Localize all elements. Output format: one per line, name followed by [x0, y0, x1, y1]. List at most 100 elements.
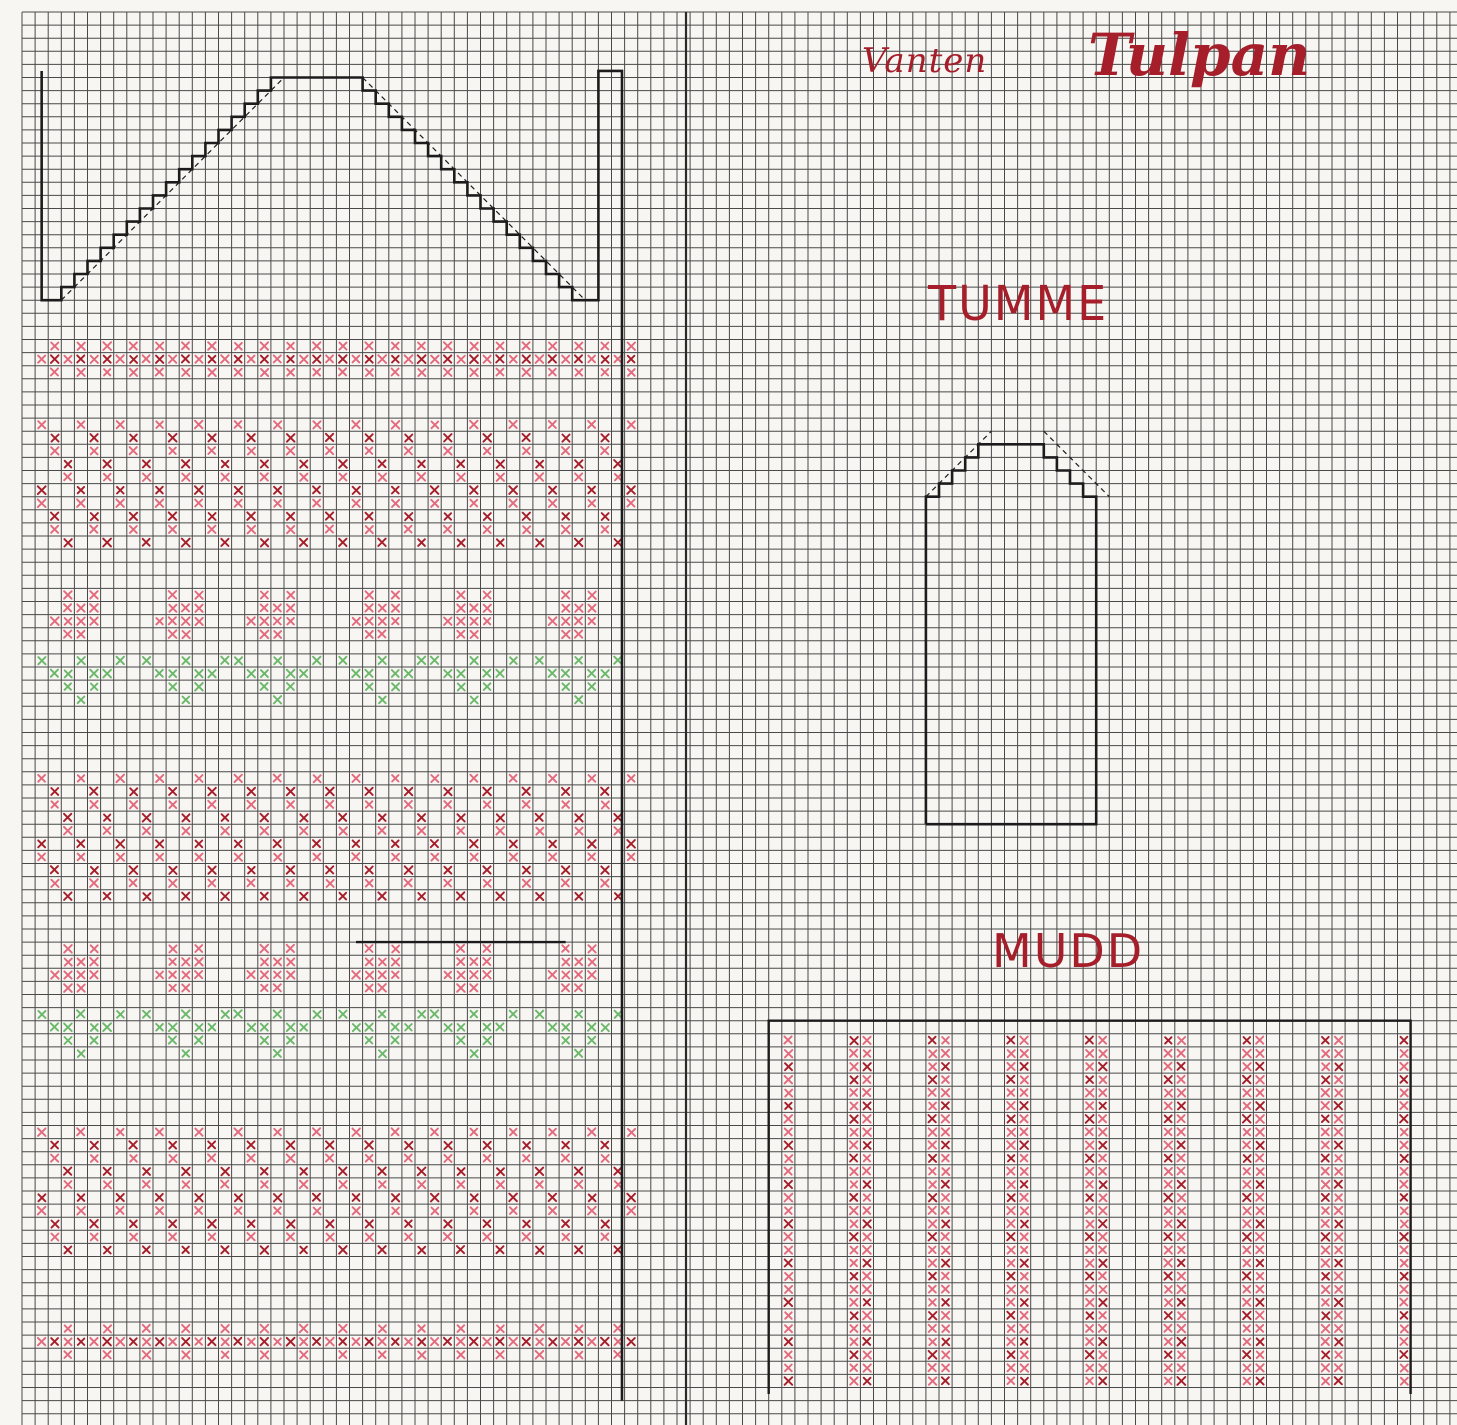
stitch-x — [90, 604, 98, 612]
stitch-x — [929, 1259, 936, 1266]
stitch-x — [1165, 1129, 1172, 1136]
stitch-x — [484, 880, 491, 887]
stitch-x — [221, 657, 228, 664]
stitch-x — [1244, 1103, 1251, 1110]
stitch-x — [628, 356, 635, 363]
stitch-x — [418, 1325, 425, 1332]
stitch-x — [64, 631, 71, 638]
stitch-x — [261, 827, 269, 835]
stitch-x — [1256, 1128, 1264, 1136]
stitch-x — [1243, 1063, 1250, 1070]
stitch-x — [182, 984, 189, 991]
stitch-x — [326, 788, 334, 796]
stitch-x — [942, 1233, 949, 1240]
stitch-x — [536, 1181, 543, 1188]
stitch-x — [471, 631, 478, 638]
stitch-x — [392, 1338, 399, 1345]
stitch-x — [536, 461, 543, 468]
stitch-x — [785, 1338, 792, 1345]
stitch-x — [1165, 1076, 1172, 1083]
stitch-x — [1322, 1233, 1330, 1241]
stitch-x — [130, 356, 137, 363]
stitch-x — [38, 1207, 46, 1215]
stitch-x — [1243, 1220, 1250, 1227]
stitch-x — [851, 1076, 858, 1083]
stitch-x — [169, 1155, 176, 1162]
stitch-x — [169, 670, 176, 677]
stitch-x — [209, 513, 216, 520]
stitch-x — [209, 356, 216, 363]
stitch-x — [1007, 1338, 1014, 1345]
stitch-x — [169, 880, 176, 887]
stitch-x — [1335, 1312, 1342, 1319]
stitch-x — [523, 867, 530, 874]
stitch-x — [942, 1273, 949, 1280]
stitch-x — [287, 343, 294, 350]
stitch-x — [1401, 1378, 1408, 1385]
stitch-x — [929, 1103, 936, 1110]
stitch-x — [1099, 1246, 1106, 1253]
stitch-x — [601, 447, 608, 454]
stitch-x — [851, 1286, 858, 1293]
stitch-x — [182, 1351, 189, 1358]
stitch-x — [1244, 1129, 1251, 1136]
stitch-x — [1007, 1312, 1014, 1319]
stitch-x — [863, 1207, 870, 1214]
stitch-x — [562, 1154, 569, 1161]
stitch-x — [221, 1181, 228, 1188]
stitch-x — [117, 1194, 124, 1201]
stitch-x — [405, 526, 412, 533]
stitch-x — [497, 539, 504, 546]
stitch-x — [1165, 1378, 1172, 1385]
stitch-x — [1086, 1063, 1093, 1070]
left-decrease-guide — [61, 78, 284, 301]
stitch-x — [182, 1010, 190, 1018]
stitch-x — [78, 697, 85, 704]
stitch-x — [484, 1142, 491, 1149]
stitch-x — [484, 605, 491, 612]
stitch-x — [1164, 1259, 1172, 1267]
stitch-x — [1020, 1141, 1028, 1149]
stitch-x — [248, 867, 255, 874]
stitch-x — [1021, 1207, 1028, 1214]
stitch-x — [222, 474, 229, 481]
stitch-x — [1256, 1364, 1263, 1371]
stitch-x — [38, 356, 45, 363]
stitch-x — [615, 1338, 622, 1345]
stitch-x — [785, 1194, 793, 1202]
stitch-x — [1243, 1142, 1250, 1149]
stitch-x — [444, 801, 451, 808]
stitch-x — [601, 866, 608, 873]
stitch-x — [1243, 1312, 1251, 1320]
stitch-x — [195, 1129, 202, 1136]
stitch-x — [562, 670, 569, 677]
stitch-x — [104, 1325, 111, 1332]
stitch-x — [326, 1220, 333, 1227]
stitch-x — [313, 840, 320, 847]
stitch-x — [392, 421, 400, 429]
stitch-x — [38, 854, 45, 861]
stitch-x — [405, 670, 413, 678]
stitch-x — [523, 368, 531, 376]
stitch-x — [785, 1351, 792, 1358]
stitch-x — [1021, 1364, 1029, 1372]
stitch-x — [863, 1338, 870, 1345]
stitch-x — [864, 1155, 870, 1161]
stitch-x — [91, 1234, 98, 1241]
stitch-x — [182, 1247, 189, 1254]
stitch-x — [457, 892, 464, 899]
stitch-x — [1401, 1221, 1408, 1228]
stitch-x — [1256, 1312, 1264, 1320]
stitch-x — [457, 460, 464, 467]
stitch-x — [575, 343, 582, 350]
stitch-x — [366, 434, 373, 441]
stitch-x — [300, 1338, 307, 1345]
stitch-x — [195, 421, 203, 429]
stitch-x — [942, 1037, 949, 1044]
stitch-x — [1322, 1181, 1330, 1189]
stitch-x — [1335, 1260, 1342, 1267]
stitch-x — [562, 1220, 569, 1227]
stitch-x — [261, 985, 267, 991]
stitch-x — [562, 591, 569, 598]
stitch-x — [484, 356, 491, 363]
